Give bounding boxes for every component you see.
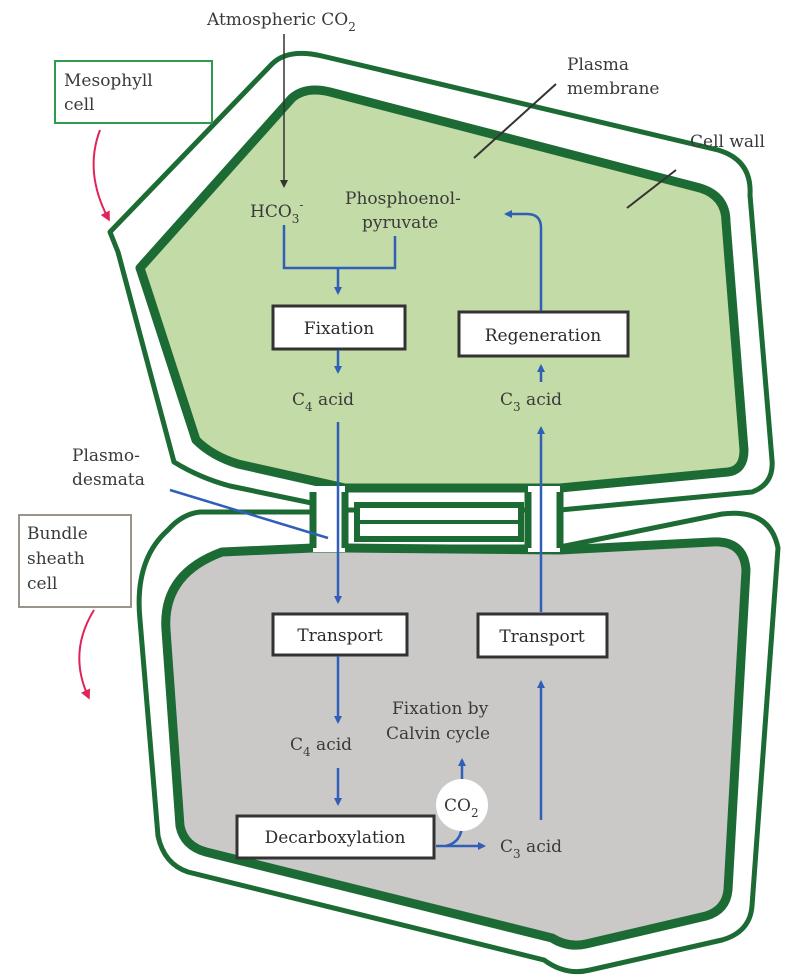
plasmodesmata-callout: [169, 488, 329, 540]
atmospheric-co2-label: Atmospheric CO2: [206, 10, 356, 34]
plasmodesmata-label-line2: desmata: [72, 470, 145, 490]
transport-right-label: Transport: [499, 627, 585, 647]
pep-label-line2: pyruvate: [362, 213, 438, 233]
c3-acid-bundle: C3 acid: [500, 837, 562, 861]
transport-left-label: Transport: [297, 626, 383, 646]
plasmodesmata-label-line1: Plasmo-: [72, 446, 140, 466]
plasmodesma-right: [528, 486, 560, 552]
mesophyll-pointer-arrow: [92, 129, 110, 222]
mesophyll-cell-wall: [107, 50, 775, 513]
calvin-label-line2: Calvin cycle: [386, 724, 490, 744]
co2-bubble: CO2: [436, 779, 488, 831]
c3-acid-mesophyll: C3 acid: [500, 390, 562, 414]
fixation-merge-connector: [282, 225, 397, 270]
decarboxylation-label: Decarboxylation: [265, 828, 406, 848]
cell-wall-label: Cell wall: [690, 132, 765, 152]
transport-left-box: Transport: [271, 612, 409, 657]
cell-wall-callout: [626, 169, 677, 209]
plasma-membrane-label-line2: membrane: [567, 79, 659, 99]
mesophyll-label-line1: Mesophyll: [64, 71, 153, 91]
bundle-sheath-pointer-arrow: [78, 609, 95, 700]
regeneration-to-pep-arrow: [504, 210, 543, 311]
regeneration-box: Regeneration: [457, 310, 630, 358]
plasma-membrane-label-line1: Plasma: [567, 55, 629, 75]
fixation-box: Fixation: [271, 304, 407, 351]
bundle-sheath-label: Bundle sheath cell: [18, 514, 132, 608]
regeneration-label: Regeneration: [485, 326, 602, 346]
bundle-sheath-label-line2: sheath: [27, 549, 85, 569]
fixation-label: Fixation: [304, 319, 374, 339]
transport-right-box: Transport: [476, 612, 609, 659]
pep-label-line1: Phosphoenol-: [345, 189, 461, 209]
plasmodesmata-channels: [309, 486, 564, 552]
co2-label: CO2: [444, 796, 479, 820]
c4-acid-mesophyll: C4 acid: [292, 390, 354, 414]
bundle-sheath-label-line1: Bundle: [27, 524, 88, 544]
hco3-label: HCO3-: [250, 198, 303, 226]
bundle-sheath-label-line3: cell: [27, 574, 57, 594]
mesophyll-cell-label: Mesophyll cell: [54, 60, 213, 124]
mesophyll-label-line2: cell: [64, 95, 94, 115]
calvin-label-line1: Fixation by: [392, 699, 489, 719]
mesophyll-plasma-membrane: [135, 85, 749, 493]
plasmodesma-left: [313, 486, 345, 552]
mesophyll-cell: [107, 50, 775, 513]
decarboxylation-box: Decarboxylation: [235, 814, 436, 860]
c4-acid-bundle: C4 acid: [290, 735, 352, 759]
bundle-sheath-cell-wall: [136, 509, 781, 975]
plasma-membrane-callout: [473, 83, 557, 159]
